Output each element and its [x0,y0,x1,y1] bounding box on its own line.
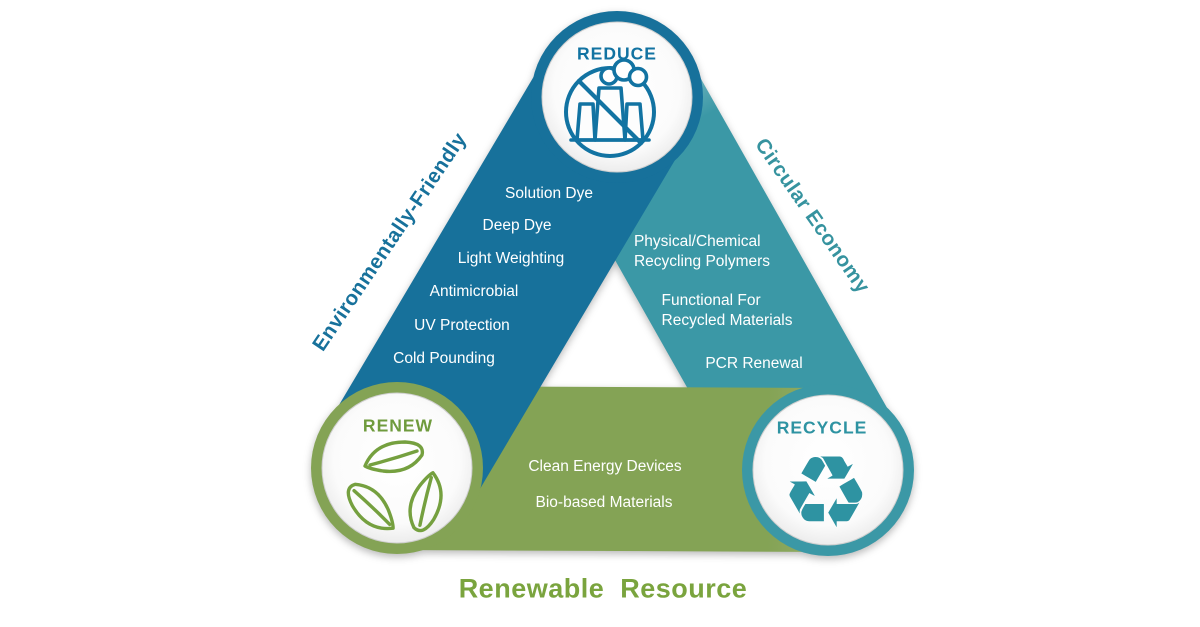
renew-node-label: RENEW [362,415,434,436]
reduce-node-label: REDUCE [577,43,657,64]
recycle-node-circle [752,394,904,546]
left-band-item: Solution Dye [505,185,593,202]
no-pollution-factory-icon [564,58,656,158]
recycling-arrows-icon: ♻ [781,434,871,551]
bottom-band-item: Clean Energy Devices [528,458,682,475]
bottom-band-item: Bio-based Materials [535,494,673,511]
left-band-item: Deep Dye [482,217,552,234]
leaves-cycle-icon [346,440,443,533]
bottom-title: Renewable Resource [458,573,748,604]
left-band-item: Antimicrobial [429,283,519,300]
left-band-item: Light Weighting [457,250,565,267]
left-band-item: Cold Pounding [393,350,495,367]
right-band-item: Functional For Recycled Materials [661,292,793,329]
left-band-item: UV Protection [414,317,510,334]
recycle-node-label: RECYCLE [776,417,868,438]
right-band-item: Physical/Chemical Recycling Polymers [633,233,771,270]
right-band-item: PCR Renewal [705,355,803,372]
renew-node-circle [321,392,473,544]
